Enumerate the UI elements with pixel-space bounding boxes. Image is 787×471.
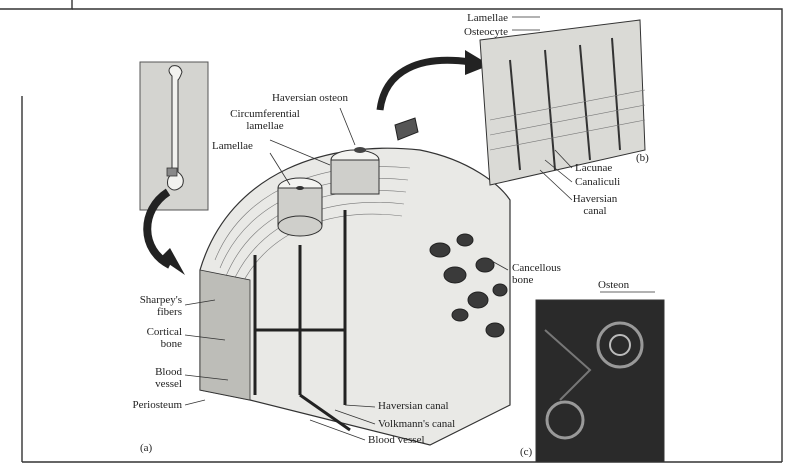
label-cortical-bone: Cortical bone	[110, 326, 182, 350]
label-volkmanns-canal: Volkmann's canal	[378, 418, 455, 430]
panel-label-c: (c)	[520, 446, 532, 458]
label-osteocyte: Osteocyte	[448, 26, 508, 38]
label-sharpeys-fibers: Sharpey's fibers	[110, 294, 182, 318]
label-haversian-canal-b: Haversian canal	[560, 193, 630, 217]
label-lamellae-b: Lamellae	[448, 12, 508, 24]
panel-label-b: (b)	[636, 152, 649, 164]
label-periosteum: Periosteum	[100, 399, 182, 411]
label-blood-vessel-left: Blood vessel	[110, 366, 182, 390]
label-canaliculi: Canaliculi	[575, 176, 620, 188]
panel-label-a: (a)	[140, 442, 152, 454]
label-haversian-canal-a: Haversian canal	[378, 400, 449, 412]
label-lacunae: Lacunae	[575, 162, 612, 174]
label-blood-vessel-bottom: Blood vessel	[368, 434, 425, 446]
panel-b-image	[480, 20, 645, 185]
label-cancellous-bone: Cancellous bone	[512, 262, 561, 286]
bone-block	[200, 118, 510, 445]
label-osteon: Osteon	[598, 279, 629, 291]
label-circumferential-lamellae: Circumferential lamellae	[210, 108, 320, 132]
label-lamellae-a: Lamellae	[212, 140, 253, 152]
panel-c-photo	[536, 300, 664, 462]
long-bone-inset	[140, 62, 208, 210]
label-haversian-osteon: Haversian osteon	[250, 92, 370, 104]
